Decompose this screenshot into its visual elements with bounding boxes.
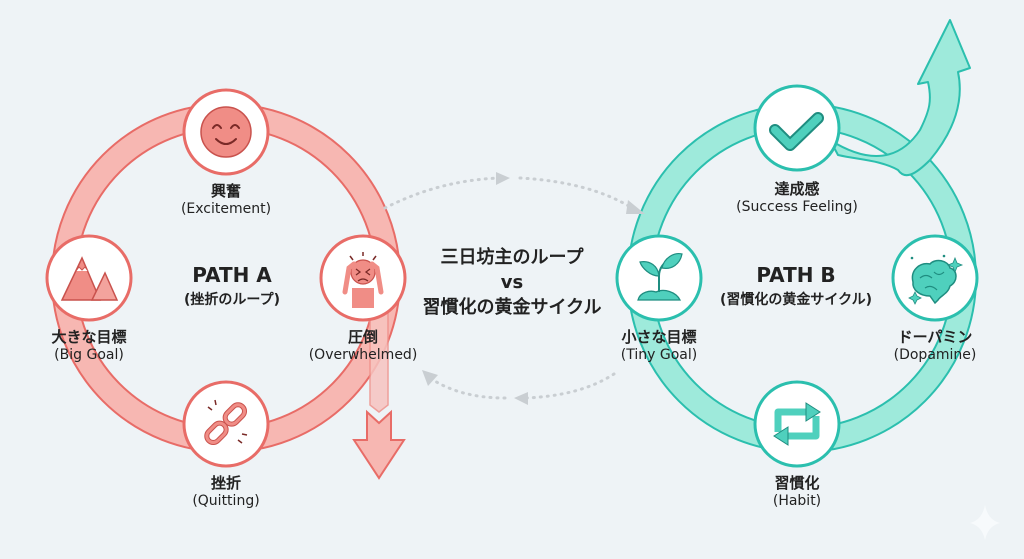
node-quitting [182, 380, 270, 468]
connector-bottom [422, 370, 616, 405]
main-title: 三日坊主のループ vs 習慣化の黄金サイクル [422, 245, 601, 320]
repeat-arrows-icon [774, 408, 820, 440]
main-title-vs: vs [500, 272, 524, 293]
smiley-face-icon [200, 106, 252, 158]
node-big-goal [45, 234, 133, 322]
up-right-arrow-icon [829, 19, 971, 177]
down-arrow-icon [352, 299, 406, 480]
path-a-title: PATH A (挫折のループ) [184, 263, 280, 308]
sprout-icon [637, 253, 683, 301]
label-habit: 習慣化 (Habit) [772, 474, 822, 509]
path-b-title: PATH B (習慣化の黄金サイクル) [719, 263, 873, 308]
broken-chain-icon [204, 402, 248, 446]
node-success-feeling [753, 84, 841, 172]
stressed-person-icon [342, 252, 384, 308]
label-quitting: 挫折 (Quitting) [192, 474, 260, 509]
sparkle-watermark-icon [970, 505, 1000, 540]
label-tiny-goal: 小さな目標 (Tiny Goal) [620, 328, 698, 363]
label-overwhelmed: 圧倒 (Overwhelmed) [308, 328, 418, 363]
label-success-feeling: 達成感 (Success Feeling) [736, 180, 858, 215]
node-dopamine [891, 234, 979, 322]
connector-top [383, 172, 645, 214]
node-excitement [182, 88, 270, 176]
main-title-line3: 習慣化の黄金サイクル [422, 297, 602, 318]
node-tiny-goal [615, 234, 703, 322]
label-excitement: 興奮 (Excitement) [180, 182, 272, 217]
mountain-icon [60, 256, 119, 301]
brain-sparkle-icon [908, 254, 964, 305]
node-habit [753, 380, 841, 468]
label-big-goal: 大きな目標 (Big Goal) [51, 328, 127, 363]
main-title-line1: 三日坊主のループ [440, 247, 584, 268]
node-overwhelmed [319, 234, 407, 322]
label-dopamine: ドーパミン (Dopamine) [893, 328, 977, 363]
